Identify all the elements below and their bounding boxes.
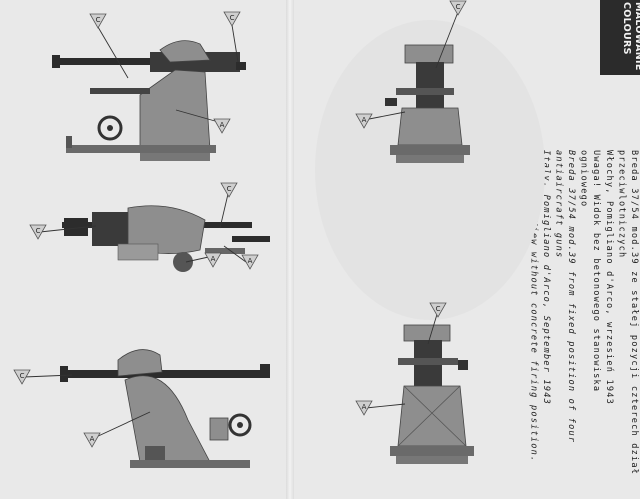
callout-letter: A — [211, 255, 216, 263]
caption-pl-line: Włochy, Pomigliano d'Arco, wrzesień 1943 — [603, 150, 614, 405]
gun-side-view-1 — [52, 40, 246, 161]
gun-side-view-2 — [60, 349, 270, 468]
caption-block: Breda 37/54 mod.39 ze stałej pozycji czt… — [528, 150, 640, 490]
callout-c: C — [223, 11, 241, 27]
caption-pl-line: przeciwlotniczych — [616, 150, 627, 259]
section-title: MALOWANIE COLOURS — [620, 2, 640, 71]
gun-top-view — [62, 205, 270, 272]
callout-c: C — [449, 0, 467, 16]
section-title-pl: MALOWANIE — [633, 2, 640, 71]
callout-c: C — [13, 369, 31, 385]
callout-letter: C — [456, 3, 461, 11]
callout-a: A — [355, 400, 373, 416]
caption-en-line: Italy, Pomigliano d'Arco, September 1943 — [540, 150, 551, 405]
page-fold — [286, 0, 294, 499]
caption-en-line: Attention! View without concrete firing … — [528, 150, 539, 463]
callout-a: A — [213, 118, 231, 134]
caption-en-line: Breda 37/54 mod.39 from fixed position o… — [566, 150, 577, 444]
callout-c: C — [29, 224, 47, 240]
caption-pl-line: Uwaga! Widok bez betonowego stanowiska — [591, 150, 602, 393]
callout-c: C — [220, 182, 238, 198]
callout-letter: C — [20, 372, 25, 380]
section-title-en: COLOURS — [621, 2, 632, 55]
callout-letter: A — [90, 435, 95, 443]
caption-pl-line: Breda 37/54 mod.39 ze stałej pozycji czt… — [629, 150, 639, 476]
leader-lines — [23, 11, 459, 439]
callout-letter: A — [362, 116, 367, 124]
callout-letter: C — [96, 16, 101, 24]
callout-letter: C — [436, 305, 441, 313]
section-tab — [600, 0, 640, 75]
callout-letter: C — [230, 14, 235, 22]
callout-letter: A — [248, 257, 253, 265]
caption-pl-line: ogniowego — [578, 150, 589, 208]
callout-a: A — [355, 113, 373, 129]
callout-letter: C — [227, 185, 232, 193]
caption-en-line: antiaircraft guns — [553, 150, 564, 259]
callout-c: C — [89, 13, 107, 29]
callout-letter: C — [36, 227, 41, 235]
callout-a: A — [204, 252, 222, 268]
callout-letter: A — [220, 121, 225, 129]
callout-a: A — [83, 432, 101, 448]
background-watermark — [315, 20, 545, 320]
gun-front-view-1 — [385, 44, 470, 163]
callout-letter: A — [362, 403, 367, 411]
gun-front-view-2 — [390, 324, 474, 464]
callout-a: A — [241, 254, 259, 270]
callout-c: C — [429, 302, 447, 318]
